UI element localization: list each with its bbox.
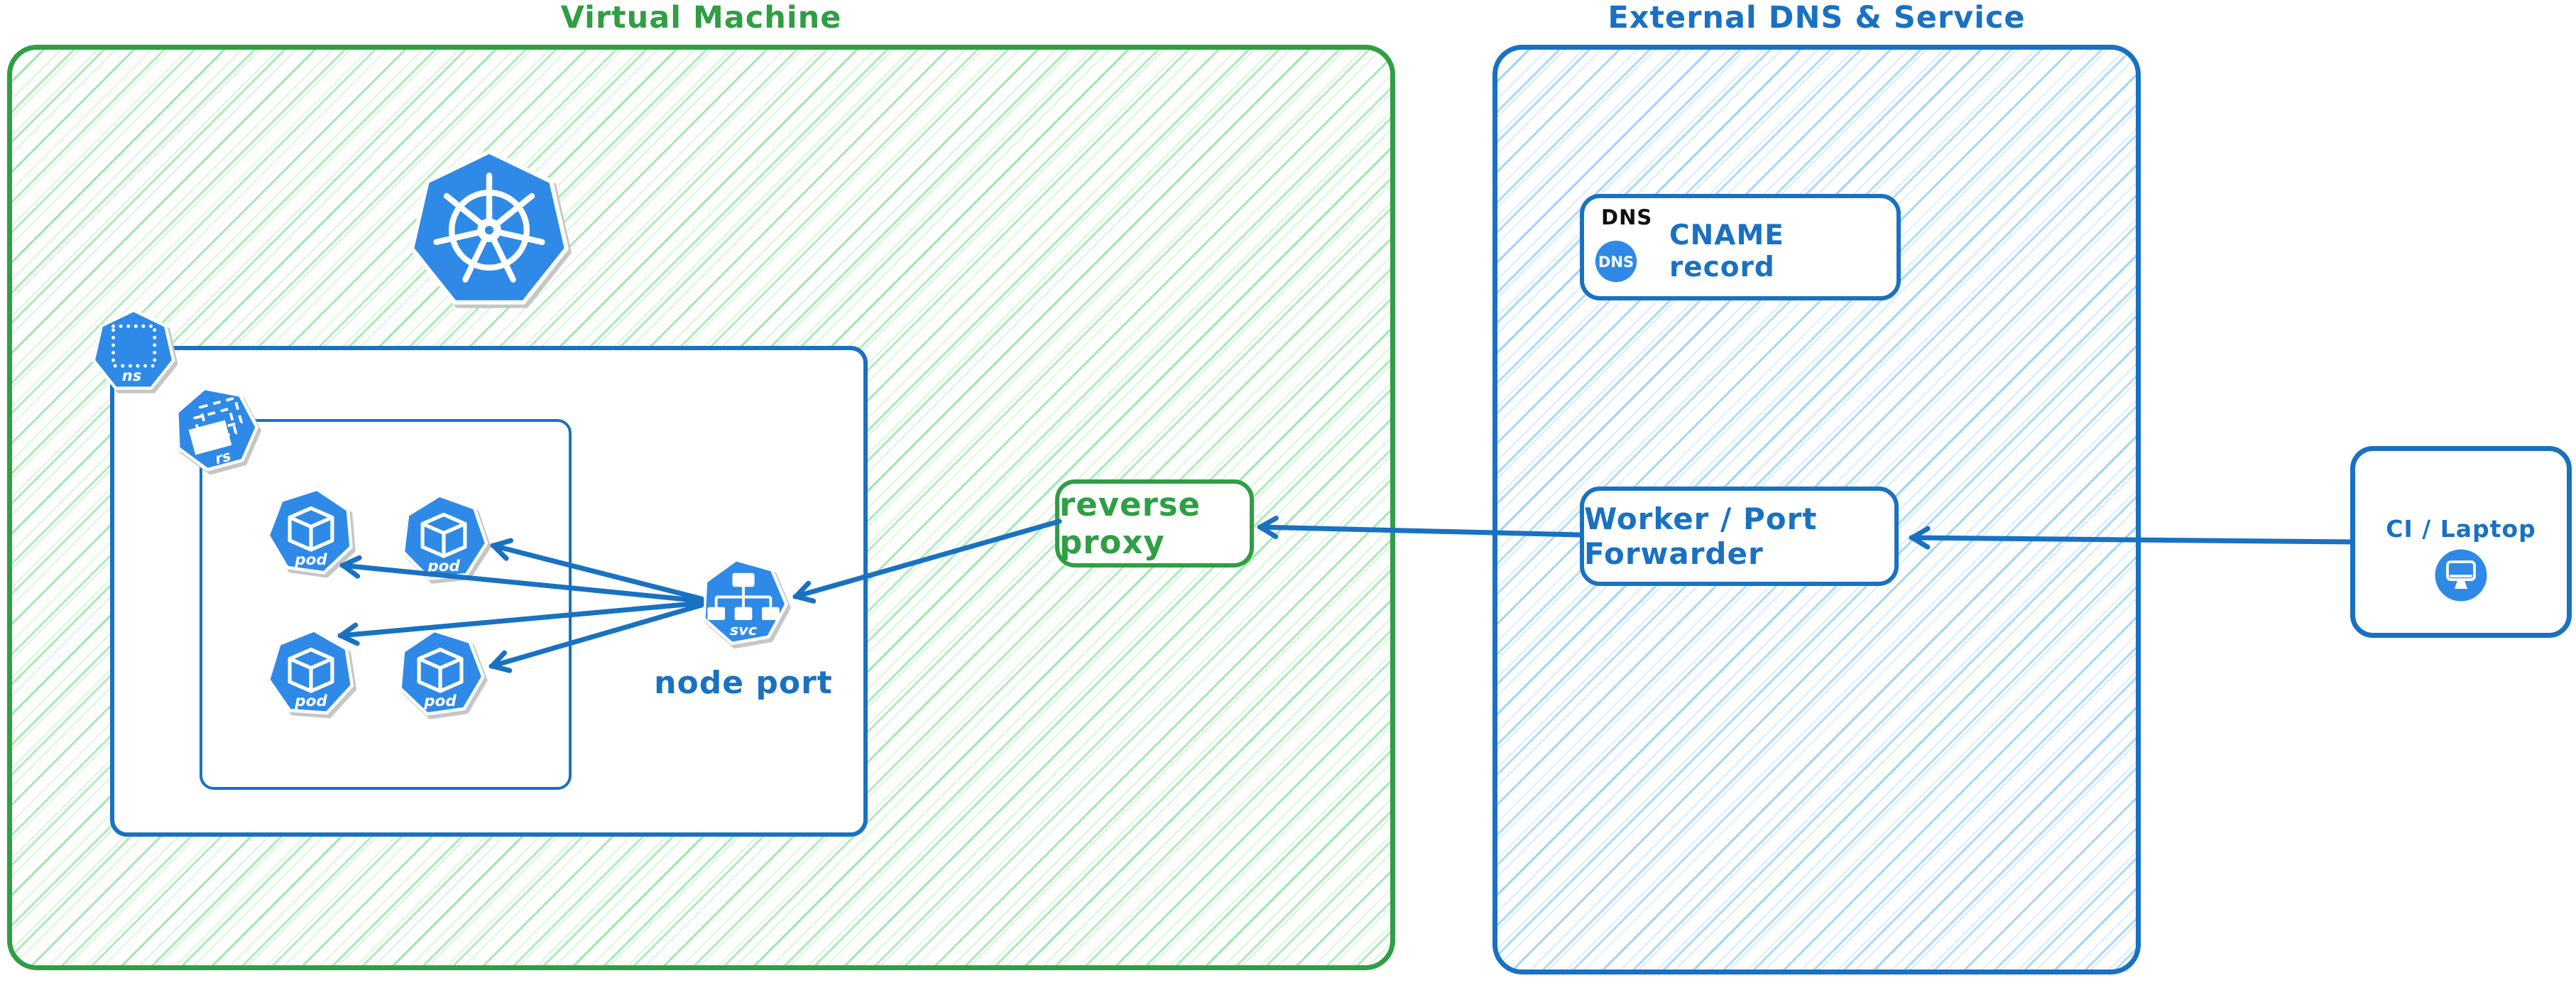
dns-header-label: DNS xyxy=(1601,205,1653,229)
reverse-proxy-label: reverse proxy xyxy=(1059,486,1201,561)
node-port-caption: node port xyxy=(654,665,833,701)
worker-label: Worker / Port Forwarder xyxy=(1584,501,1818,571)
worker-port-forwarder-node: Worker / Port Forwarder xyxy=(1580,487,1899,586)
namespace-icon-label: ns xyxy=(122,366,142,384)
external-dns-title: External DNS & Service xyxy=(1608,0,2026,36)
virtual-machine-title: Virtual Machine xyxy=(560,0,842,36)
pod-icon-label: pod xyxy=(294,693,327,710)
pod-icon-label: pod xyxy=(294,551,327,569)
monitor-icon xyxy=(2435,549,2487,602)
service-icon: svc xyxy=(702,558,788,646)
replicaset-icon: rs xyxy=(175,386,258,472)
dns-badge-label: DNS xyxy=(1598,253,1634,271)
pod-icon: pod xyxy=(266,629,354,715)
kubernetes-wheel-icon xyxy=(410,149,569,305)
namespace-icon: ns xyxy=(92,308,175,390)
ci-laptop-label: CI / Laptop xyxy=(2386,515,2536,543)
reverse-proxy-node: reverse proxy xyxy=(1055,479,1254,567)
pod-icon-label: pod xyxy=(427,558,460,575)
pod-icon: pod xyxy=(398,629,485,716)
ci-laptop-node: CI / Laptop xyxy=(2350,446,2572,638)
service-icon-label: svc xyxy=(730,621,758,639)
pod-icon-label: pod xyxy=(423,693,457,710)
dns-badge-icon: DNS xyxy=(1595,240,1637,283)
cname-record-label: CNAME record xyxy=(1669,219,1784,283)
dns-record-node: DNS DNS CNAME record xyxy=(1580,194,1901,300)
replicaset-box xyxy=(200,419,572,790)
pod-icon: pod xyxy=(266,487,353,575)
pod-icon: pod xyxy=(401,494,489,580)
